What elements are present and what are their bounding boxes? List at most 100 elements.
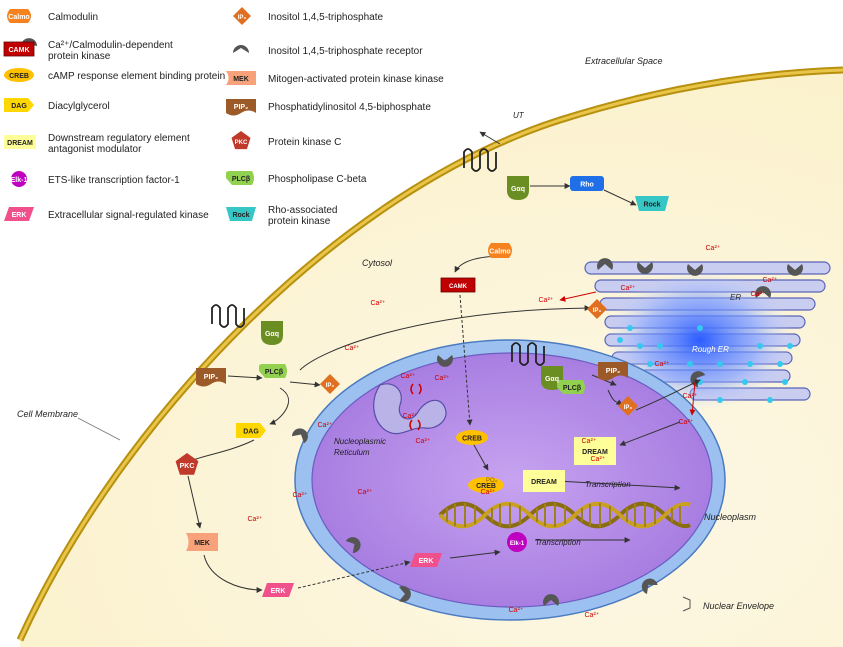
legend-dream-name-2: antagonist modulator [48, 144, 142, 155]
region-extracellular: Extracellular Space [585, 56, 663, 66]
calcium-ion-label: Ca²⁺ [358, 489, 373, 496]
ip3-receptor-icon [291, 428, 308, 444]
legend-calmo-label: Calmo [8, 14, 29, 21]
ip3-cytosol-shape [320, 374, 340, 394]
calcium-ion-label: Ca²⁺ [401, 373, 416, 380]
transcription-label-dream: Transcription [585, 480, 631, 489]
calmo-shape [488, 243, 512, 258]
legend-erk-name: Extracellular signal-regulated kinase [48, 210, 209, 221]
creb-nucleoplasm-shape [456, 430, 488, 445]
region-nucleoplasmic-1: Nucleoplasmic [334, 437, 386, 446]
calcium-ion-label: Ca²⁺ [591, 456, 606, 463]
legend-ip3-name: Inositol 1,4,5-triphosphate [268, 12, 384, 23]
legend-receptor-name: Inositol 1,4,5-triphosphate receptor [268, 46, 423, 57]
membrane-pointer [77, 417, 121, 441]
plcb-nuclear-shape [557, 380, 585, 394]
gaq-nuclear-label: Gαq [545, 376, 559, 383]
legend-ip3-receptor-shape [233, 45, 249, 53]
rho-label: Rho [580, 182, 594, 189]
erk-nucleus-shape [410, 553, 442, 567]
legend-erk-label: ERK [12, 212, 27, 219]
region-cell-membrane: Cell Membrane [17, 409, 78, 419]
nucleoplasmic-reticulum [373, 383, 447, 435]
region-rough-er: Rough ER [692, 345, 729, 354]
ca-channel-icon [409, 419, 421, 431]
legend-elk-label: Elk-1 [11, 177, 28, 184]
plcb-cytosol-shape [259, 364, 287, 378]
legend-mek-shape [226, 71, 256, 85]
calcium-ion-label: Ca²⁺ [435, 375, 450, 382]
calcium-ion-label: Ca²⁺ [371, 300, 386, 307]
legend-camk-name-2: protein kinase [48, 51, 111, 62]
ip3-er-label: IP₃ [593, 308, 602, 314]
gaq-membrane-shape [261, 321, 283, 345]
legend-elk-name: ETS-like transcription factor-1 [48, 175, 180, 186]
legend-ip3-shape [233, 7, 251, 25]
calcium-ion-label: Ca²⁺ [345, 345, 360, 352]
po4-label: PO₄ [486, 478, 498, 484]
calcium-ion-label: Ca²⁺ [621, 285, 636, 292]
ca-release-arrow-er [559, 291, 597, 302]
elk1-shape [507, 532, 527, 552]
gaq-top-label: Gαq [511, 186, 525, 193]
legend-rock-name-2: protein kinase [268, 216, 331, 227]
mek-shape [186, 533, 218, 551]
camk-creb-dashed-arrow [459, 294, 473, 426]
envelope-bracket [682, 596, 691, 612]
pkc-label: PKC [180, 463, 195, 470]
legend-plcb-shape [226, 171, 254, 185]
legend-pkc-label: PKC [235, 140, 248, 146]
legend-rock-name: Rho-associated [268, 205, 337, 216]
calcium-ion-label: Ca²⁺ [751, 291, 766, 298]
rock-label: Rock [643, 202, 660, 209]
legend-camk-shape [3, 41, 35, 57]
ca-to-dream-arrow [619, 421, 681, 446]
legend-dag-name: Diacylglycerol [48, 101, 110, 112]
region-er: ER [730, 293, 741, 302]
dream-bound-label: DREAM [582, 449, 608, 456]
calcium-ion-label: Ca²⁺ [509, 607, 524, 614]
legend-dream-label: DREAM [7, 140, 33, 147]
calcium-ion-label: Ca²⁺ [248, 516, 263, 523]
legend-rock-shape [226, 207, 256, 221]
legend-elk-shape [11, 171, 27, 187]
calcium-ion-label: Ca²⁺ [403, 413, 418, 420]
ip3-receptor-icon [437, 355, 453, 367]
dag-shape [236, 423, 266, 438]
dna-helix [438, 501, 692, 529]
plcb-nuclear-label: PLCβ [563, 385, 582, 392]
legend-dag-shape [4, 98, 34, 112]
gaq-membrane-label: Gαq [265, 331, 279, 338]
legend-pip2-shape [226, 99, 256, 116]
ip3-nuclear-shape [618, 396, 638, 416]
erk-cytosol-label: ERK [271, 588, 286, 595]
legend-pip2-name: Phosphatidylinositol 4,5-biphosphate [268, 102, 431, 113]
plcb-cytosol-label: PLCβ [265, 369, 284, 376]
calcium-ion-label: Ca²⁺ [763, 277, 778, 284]
calcium-ion-label: Ca²⁺ [318, 422, 333, 429]
legend-mek-name: Mitogen-activated protein kinase kinase [268, 74, 444, 85]
dag-label: DAG [243, 429, 259, 436]
calcium-ion-label: Ca²⁺ [481, 489, 496, 496]
legend-camk-name: Ca²⁺/Calmodulin-dependent [48, 40, 173, 51]
calmo-label: Calmo [489, 249, 510, 256]
ca-release-arrow [689, 381, 696, 416]
legend-dag-label: DAG [11, 103, 27, 110]
pip2-cytosol-shape [196, 368, 226, 387]
calcium-ion-label: Ca²⁺ [683, 393, 698, 400]
diagram-glyphs [3, 7, 669, 597]
region-cytosol: Cytosol [362, 258, 393, 268]
creb-dna-label: CREB [476, 483, 496, 490]
legend-plcb-name: Phospholipase C-beta [268, 174, 367, 185]
region-nuclear-envelope: Nuclear Envelope [703, 601, 774, 611]
calcium-ion-label: Ca²⁺ [706, 245, 721, 252]
nucleoplasm-area [311, 352, 713, 608]
calcium-ion-label: Ca²⁺ [416, 438, 431, 445]
legend-dream-name: Downstream regulatory element [48, 133, 190, 144]
legend-plcb-label: PLCβ [232, 176, 251, 183]
legend-pip2-label: PIP₂ [234, 104, 248, 111]
legend-creb-name: cAMP response element binding protein [48, 71, 225, 82]
erk-nucleus-label: ERK [419, 558, 434, 565]
legend-calmo-name: Calmodulin [48, 12, 98, 23]
